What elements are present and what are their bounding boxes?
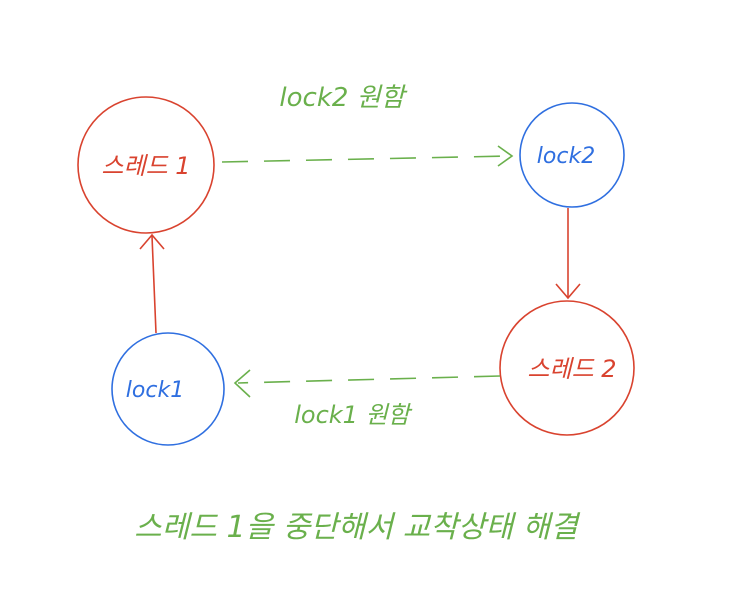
edge-want-lock2-label: lock2 원함 xyxy=(279,83,407,113)
edge-lock2-to-thread2 xyxy=(555,208,581,300)
thread2-node: 스레드 2 xyxy=(499,300,635,436)
edge-lock1-to-thread1 xyxy=(139,233,165,334)
edge-want-lock2-line xyxy=(221,155,511,163)
edge-lock1-to-thread1-arrowhead xyxy=(139,233,165,250)
edge-want-lock1-label: lock1 원함 xyxy=(294,401,412,429)
edge-want-lock1-line xyxy=(237,375,501,384)
thread2-label: 스레드 2 xyxy=(527,355,616,383)
thread1-label: 스레드 1 xyxy=(101,152,190,180)
lock1-label: lock1 xyxy=(126,378,184,403)
thread1-node: 스레드 1 xyxy=(77,96,215,234)
lock1-node: lock1 xyxy=(111,332,225,446)
edge-lock1-to-thread1-line xyxy=(151,235,157,334)
edge-want-lock2: lock2 원함 xyxy=(221,83,514,167)
thread2-circle xyxy=(499,300,635,436)
edge-lock2-to-thread2-arrowhead xyxy=(555,283,581,300)
lock2-label: lock2 xyxy=(537,144,595,169)
lock1-circle xyxy=(111,332,225,446)
resolution-note: 스레드 1을 중단해서 교착상태 해결 xyxy=(134,510,581,545)
lock2-node: lock2 xyxy=(519,102,625,208)
edge-want-lock1: lock1 원함 xyxy=(233,369,501,429)
lock2-circle xyxy=(519,102,625,208)
thread1-circle xyxy=(77,96,215,234)
edge-want-lock1-arrowhead xyxy=(233,369,251,398)
edge-want-lock2-arrowhead xyxy=(497,145,514,167)
